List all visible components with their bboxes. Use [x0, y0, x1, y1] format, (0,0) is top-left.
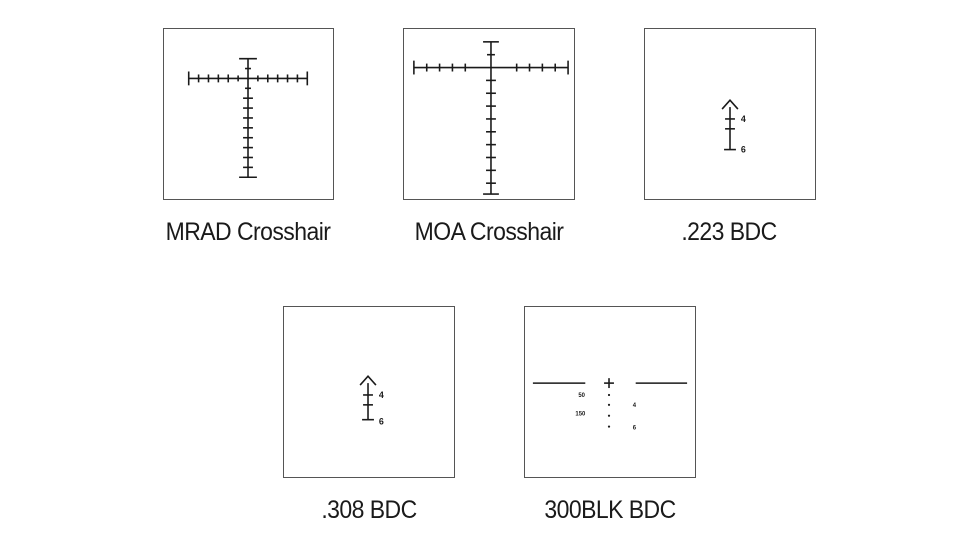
- bdc-308-reticle: 4 6: [283, 306, 455, 478]
- bdc-308-mark-4: 4: [379, 390, 384, 400]
- bdc-300blk-range-50: 50: [578, 393, 585, 399]
- moa-crosshair-caption: MOA Crosshair: [414, 218, 564, 246]
- bdc-300blk-mark-4: 4: [633, 403, 637, 409]
- bdc-223-reticle: 4 6: [644, 28, 816, 200]
- bdc-300blk-icon: 50 150 4 6: [532, 378, 688, 432]
- bdc-223-caption: .223 BDC: [681, 218, 777, 246]
- bdc-223-mark-6: 6: [741, 145, 746, 155]
- bdc-300blk-reticle: 50 150 4 6: [524, 306, 696, 478]
- mrad-crosshair-icon: [187, 57, 309, 179]
- bdc-300blk-caption: 300BLK BDC: [544, 496, 676, 524]
- mrad-crosshair-reticle: [163, 28, 334, 200]
- moa-crosshair-reticle: [403, 28, 575, 200]
- bdc-223-mark-4: 4: [741, 114, 746, 124]
- bdc-308-icon: 4 6: [359, 374, 384, 427]
- bdc-223-icon: 4 6: [721, 98, 746, 155]
- mrad-crosshair-caption: MRAD Crosshair: [165, 218, 331, 246]
- bdc-308-mark-6: 6: [379, 417, 384, 427]
- moa-crosshair-icon: [413, 41, 569, 195]
- bdc-300blk-range-150: 150: [575, 412, 586, 418]
- bdc-300blk-mark-6: 6: [633, 426, 637, 432]
- bdc-308-caption: .308 BDC: [321, 496, 417, 524]
